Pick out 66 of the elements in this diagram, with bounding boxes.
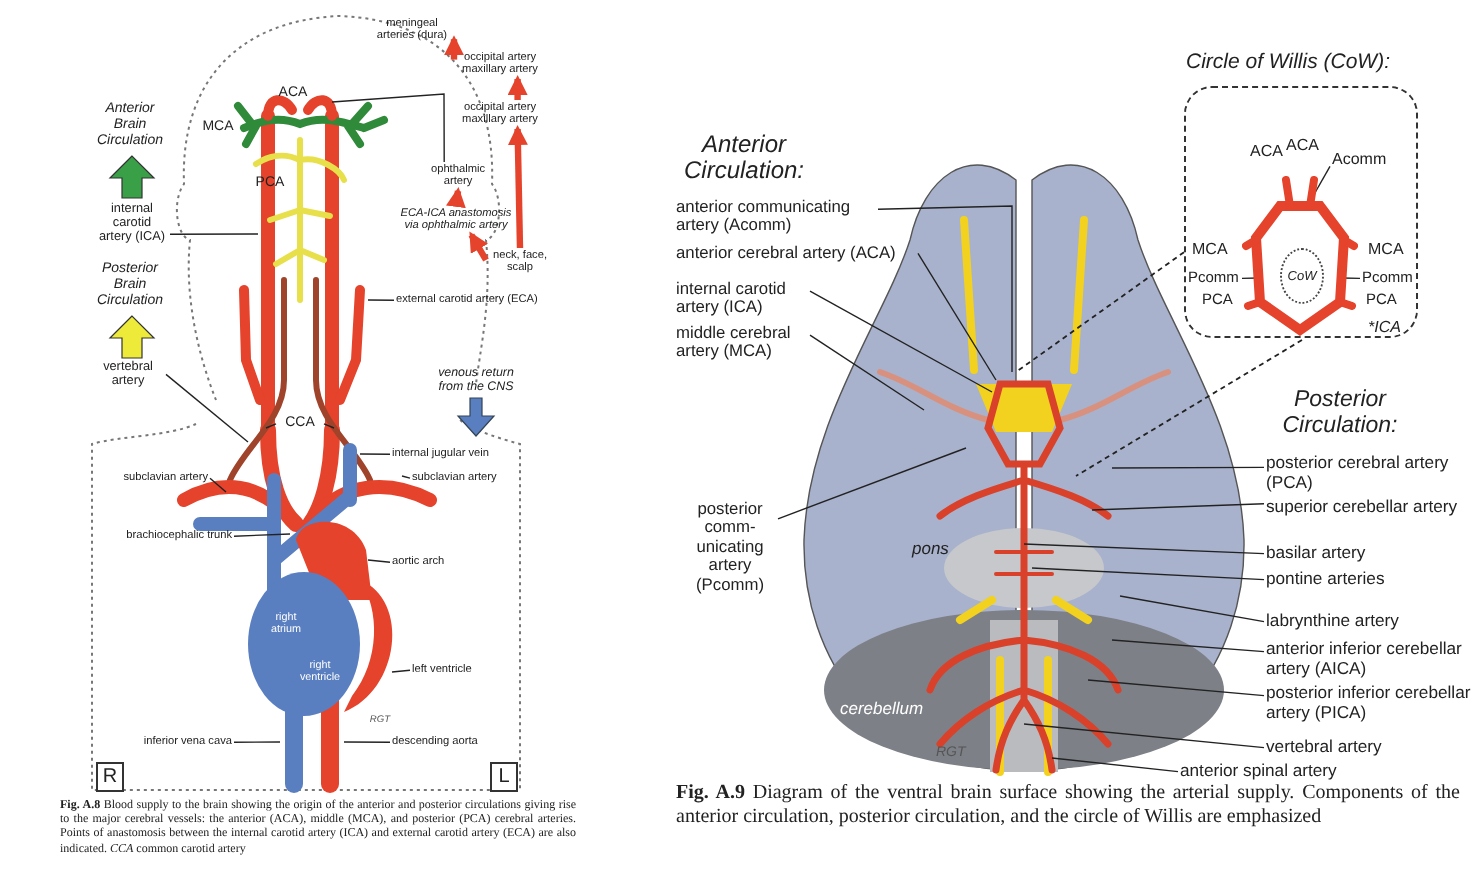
leader-line (809, 290, 993, 393)
anatomy-label: anterior communicating artery (Acomm) (676, 198, 876, 236)
leader-line (1091, 503, 1265, 511)
figure-caption: Fig. A.9 Diagram of the ventral brain surface showing the arterial supply. Components of the anterior circulation, posterior circulation, and the circle of Willis are emphasized (676, 782, 1460, 830)
leader-line (877, 205, 1013, 373)
leader-line (1023, 723, 1265, 749)
section-heading: Anterior Circulation: (681, 132, 807, 186)
leader-line (809, 334, 925, 411)
leader-line (1341, 277, 1361, 280)
anatomy-label: MCA (1368, 242, 1406, 260)
leader-line (233, 741, 281, 743)
anatomy-label: ACA (1250, 144, 1285, 162)
leader-line (233, 533, 291, 537)
section-heading: pons (912, 540, 951, 560)
arrow (507, 125, 528, 249)
anatomy-label: posterior cerebral artery (PCA) (1266, 454, 1466, 493)
leader-line (1023, 543, 1265, 555)
leader-line (209, 477, 227, 493)
leader-line (367, 559, 391, 563)
anatomy-label: vertebral artery (1266, 738, 1466, 758)
arrow (507, 75, 528, 100)
leader-line (169, 233, 259, 235)
leader-line (367, 299, 395, 301)
anatomy-label: anterior cerebral artery (ACA) (676, 244, 916, 263)
heart-drawing (248, 489, 393, 793)
leader-line (391, 669, 411, 673)
anatomy-label: pontine arteries (1266, 570, 1466, 590)
leader-line (343, 741, 391, 743)
orientation-marker: R (96, 762, 124, 792)
anatomy-label: middle cerebral artery (MCA) (676, 324, 808, 362)
arrow (468, 231, 489, 262)
region-label: cerebellum (840, 700, 926, 720)
anatomy-label: posterior comm- unicating artery (Pcomm) (684, 500, 776, 595)
leader-line (1051, 757, 1179, 773)
leader-line (1111, 466, 1265, 469)
arterial-ring-drawing (1242, 174, 1358, 338)
leader-line (1241, 277, 1259, 280)
anatomy-label: superior cerebellar artery (1266, 498, 1466, 518)
section-heading: Posterior Circulation: (1280, 388, 1400, 440)
leader-line (265, 423, 277, 429)
arrow (445, 187, 466, 209)
inset-heading: Circle of Willis (CoW): (1186, 52, 1392, 78)
anatomy-label: MCA (1192, 242, 1230, 260)
anatomy-label: basilar artery (1266, 544, 1466, 564)
orientation-marker: L (490, 762, 518, 792)
leader-line (777, 447, 967, 520)
leader-line (1111, 639, 1265, 653)
anatomy-label: anterior inferior cerebellar artery (AICA) (1266, 640, 1480, 679)
anatomy-label: internal carotid artery (ICA) (676, 280, 808, 318)
anatomy-label: posterior inferior cerebellar artery (PICA) (1266, 684, 1480, 723)
anatomy-label: labrynthine artery (1266, 612, 1466, 632)
leader-line (401, 475, 411, 479)
anatomy-label: Acomm (1332, 152, 1396, 170)
anatomy-label: ACA (1286, 138, 1321, 156)
arrow (444, 35, 464, 60)
leader-line (323, 423, 335, 429)
dashed-leader-line (1075, 339, 1303, 477)
section-heading: *ICA (1368, 320, 1403, 338)
dashed-leader-line (1015, 251, 1185, 373)
anatomy-label: anterior spinal artery (1180, 762, 1420, 782)
leader-line (165, 373, 249, 443)
leader-line (359, 453, 391, 455)
leader-line (1031, 567, 1265, 581)
leader-line (917, 252, 997, 381)
leader-line (1087, 679, 1265, 697)
leader-line (1119, 595, 1265, 623)
